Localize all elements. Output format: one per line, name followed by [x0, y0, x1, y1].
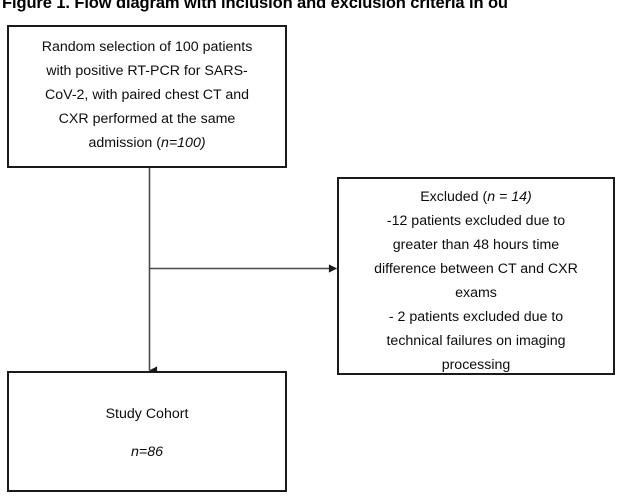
flow-box-source-population: Random selection of 100 patients with po…: [7, 25, 287, 168]
excluded-heading-text: Excluded (: [420, 189, 488, 205]
excluded-heading: Excluded (n = 14): [420, 185, 532, 209]
source-line-1: Random selection of 100 patients: [41, 39, 253, 55]
cohort-sample-size-value: n=86: [131, 444, 163, 460]
figure-title: Figure 1. Flow diagram with inclusion an…: [2, 0, 508, 12]
cohort-sample-size: n=86: [131, 440, 163, 464]
source-line-3: CoV-2, with paired chest CT and: [45, 87, 249, 103]
excluded-line-4: exams: [455, 285, 497, 301]
excluded-line-2: greater than 48 hours time: [392, 237, 560, 253]
excluded-line-7: processing: [441, 357, 511, 373]
source-line-4: CXR performed at the same: [58, 111, 236, 127]
cohort-label: Study Cohort: [105, 406, 189, 422]
excluded-line-3: difference between CT and CXR: [374, 261, 578, 277]
source-sample-size: n=100): [160, 135, 206, 151]
flow-box-study-cohort: Study Cohort n=86: [7, 371, 287, 492]
flow-box-excluded: Excluded (n = 14) -12 patients excluded …: [337, 177, 615, 375]
excluded-line-5: - 2 patients excluded due to: [388, 309, 564, 325]
excluded-sample-size: n = 14): [487, 189, 532, 205]
source-line-2: with positive RT-PCR for SARS-: [46, 63, 248, 79]
excluded-line-6: technical failures on imaging: [386, 333, 566, 349]
source-admission-text: admission (: [88, 135, 161, 151]
excluded-line-1: -12 patients excluded due to: [386, 213, 566, 229]
source-line-5: admission (n=100): [88, 131, 205, 155]
